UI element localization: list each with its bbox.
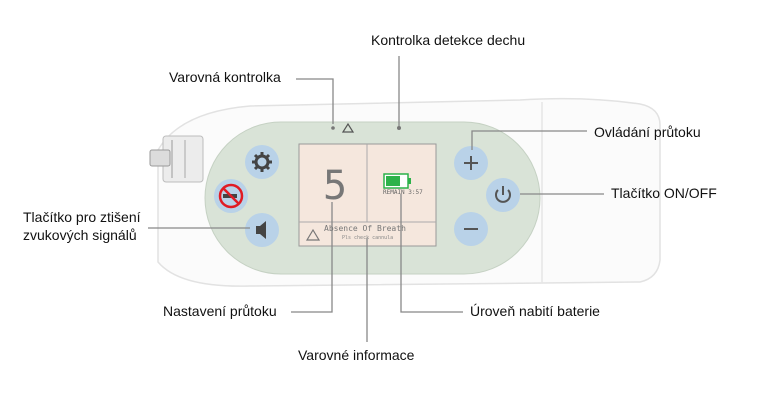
alert-title: Absence Of Breath [324, 224, 406, 233]
no-smoking-indicator [214, 179, 248, 213]
label-warning-light: Varovná kontrolka [169, 69, 281, 85]
flow-decrease-button[interactable] [454, 212, 488, 246]
battery-icon [383, 173, 411, 189]
label-flow-setting: Nastavení průtoku [163, 303, 277, 319]
label-flow-control: Ovládání průtoku [594, 124, 701, 140]
label-on-off-button: Tlačítko ON/OFF [611, 185, 717, 201]
warning-triangle-icon [305, 228, 321, 241]
no-smoking-icon [218, 183, 244, 209]
power-icon [495, 189, 511, 203]
label-breath-indicator: Kontrolka detekce dechu [371, 32, 526, 48]
breath-indicator-light [397, 126, 401, 130]
battery-remaining-text: REMAIN 3:57 [383, 189, 423, 196]
warning-light-icon [341, 122, 355, 133]
label-warning-info: Varovné informace [298, 347, 415, 363]
alert-subtitle: Pls check cannula [342, 235, 394, 241]
mute-button[interactable] [245, 213, 279, 247]
flow-increase-button[interactable] [454, 146, 488, 180]
flow-value: 5 [322, 163, 348, 209]
gear-icon [252, 152, 272, 172]
label-mute-button: Tlačítko pro ztišení zvukových signálů [23, 209, 141, 243]
power-button[interactable] [486, 178, 520, 212]
speaker-icon [256, 221, 266, 239]
callout-lines [148, 56, 604, 342]
label-battery-level: Úroveň nabití baterie [470, 303, 600, 319]
settings-button[interactable] [245, 145, 279, 179]
